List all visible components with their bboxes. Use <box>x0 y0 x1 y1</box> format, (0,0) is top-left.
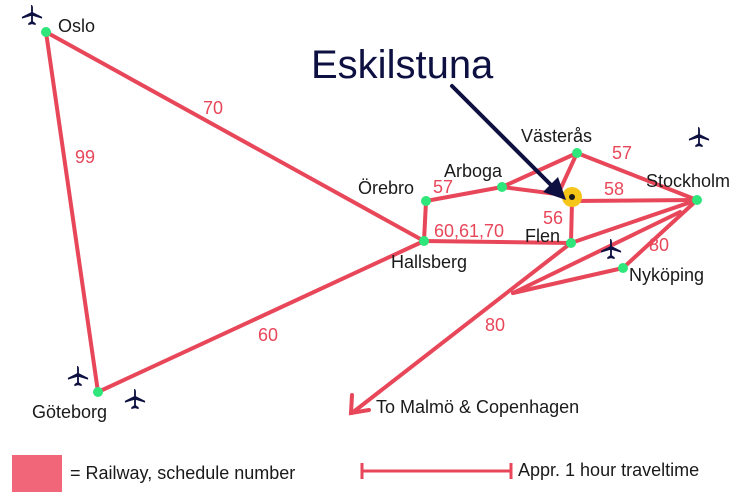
stations <box>41 27 702 397</box>
station-oslo <box>41 27 51 37</box>
rail-oslo-hallsberg <box>44 30 426 243</box>
station-orebro <box>421 196 431 206</box>
eskilstuna-marker <box>562 187 582 207</box>
route-number: 60 <box>258 325 278 345</box>
airplane-icon <box>124 388 146 410</box>
route-number: 57 <box>612 143 632 163</box>
route-number: 80 <box>485 315 505 335</box>
rail-hallsberg-flen <box>422 239 573 245</box>
city-label-goteborg: Göteborg <box>32 402 107 422</box>
route-number: 80 <box>649 235 669 255</box>
route-number: 57 <box>433 177 453 197</box>
rail-oslo-goteborg <box>44 30 100 394</box>
city-label-stockholm: Stockholm <box>646 171 730 191</box>
eskilstuna-center <box>569 194 575 200</box>
route-number: 56 <box>543 208 563 228</box>
destination-label: To Malmö & Copenhagen <box>376 397 579 417</box>
legend-railway-text: = Railway, schedule number <box>70 463 295 483</box>
rail-goteborg-hallsberg <box>96 239 426 394</box>
railway-lines <box>44 30 699 416</box>
route-number: 99 <box>75 147 95 167</box>
rail-flen-stockholm <box>569 198 699 245</box>
rail-nykoping-junction <box>511 266 625 295</box>
route-number: 70 <box>203 98 223 118</box>
city-label-arboga: Arboga <box>444 161 503 181</box>
city-labels: Oslo Göteborg Hallsberg Örebro Arboga Vä… <box>32 16 730 422</box>
airplane-icon <box>688 126 710 148</box>
city-label-orebro: Örebro <box>358 178 414 198</box>
legend: = Railway, schedule number Appr. 1 hour … <box>12 455 699 492</box>
rail-arboga-vasteras <box>500 151 579 189</box>
legend-scale-bar <box>360 463 513 479</box>
city-label-hallsberg: Hallsberg <box>391 252 467 272</box>
station-vasteras <box>572 148 582 158</box>
rail-south-arrowhead <box>348 393 371 416</box>
station-arboga <box>497 182 507 192</box>
city-label-vasteras: Västerås <box>521 126 592 146</box>
city-label-oslo: Oslo <box>58 16 95 36</box>
legend-railway-swatch <box>12 455 62 492</box>
route-number: 58 <box>604 179 624 199</box>
station-goteborg <box>93 387 103 397</box>
title-arrow <box>450 84 566 200</box>
rail-flen-south <box>350 241 573 415</box>
rail-orebro-arboga <box>424 185 504 203</box>
map-title: Eskilstuna <box>311 43 494 87</box>
route-numbers: 70 99 60 60,61,70 57 57 58 56 80 80 <box>75 98 669 345</box>
rail-vasteras-eskilstuna <box>558 151 579 192</box>
rail-stockholm-nykoping <box>621 198 699 270</box>
station-stockholm <box>692 195 702 205</box>
rail-hallsberg-orebro <box>422 199 428 243</box>
station-flen <box>566 238 576 248</box>
rail-stockholm-junction <box>511 210 682 295</box>
airplane-icon <box>67 365 89 387</box>
station-hallsberg <box>419 236 429 246</box>
rail-vasteras-stockholm <box>575 151 699 202</box>
city-label-flen: Flen <box>525 226 560 246</box>
rail-eskilstuna-stockholm <box>570 198 699 203</box>
rail-eskilstuna-flen <box>569 199 574 245</box>
airplane-icon <box>21 4 43 26</box>
city-label-nykoping: Nyköping <box>629 265 704 285</box>
legend-travel-text: Appr. 1 hour traveltime <box>518 460 699 480</box>
route-number: 60,61,70 <box>434 221 504 241</box>
station-nykoping <box>618 263 628 273</box>
